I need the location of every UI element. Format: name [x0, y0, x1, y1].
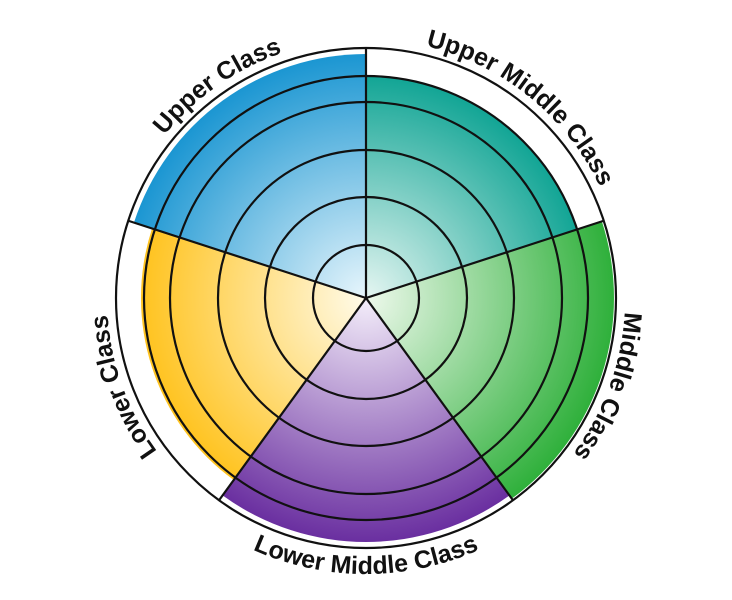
wedge-lower-class: [140, 228, 366, 481]
divider-line: [218, 297, 367, 501]
divider-line: [365, 297, 514, 501]
segment-dividers: [127, 48, 605, 501]
segment-wedges: [133, 54, 615, 543]
wedge-upper-class: [133, 54, 366, 298]
outer-boundary-ring: [114, 46, 618, 550]
wedge-middle-class: [366, 221, 615, 499]
divider-line: [127, 219, 367, 300]
divider-line: [365, 219, 605, 300]
wedge-upper-middle-class: [366, 76, 578, 298]
